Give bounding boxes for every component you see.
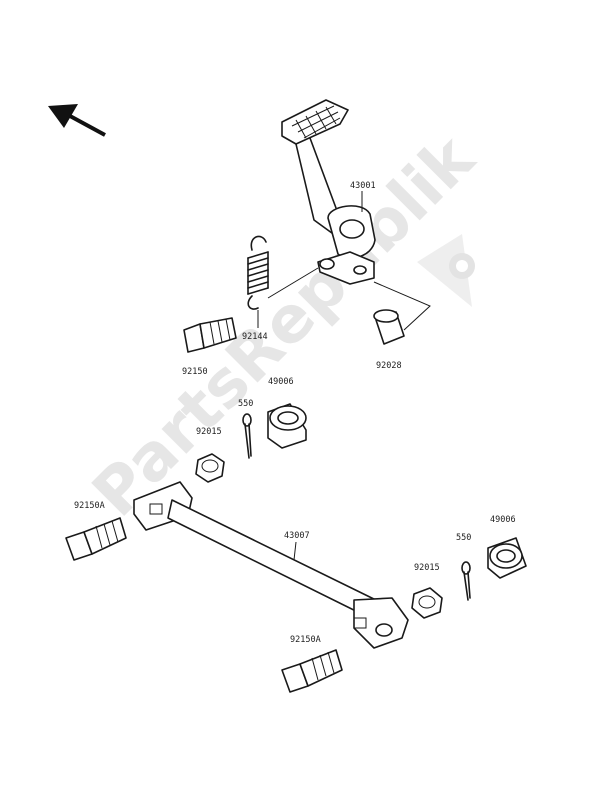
cotter-pin-right [461, 561, 471, 601]
leader-rod [293, 541, 297, 561]
watermark: PartsRepublik [79, 121, 489, 531]
bolt-top [183, 317, 237, 353]
bolt-bottom [281, 649, 343, 693]
label-bolt-left: 92150A [74, 501, 105, 511]
watermark-gear-icon [417, 234, 475, 307]
label-bushing-top: 92028 [376, 361, 402, 371]
bolt-left [65, 517, 127, 561]
label-spring: 92144 [242, 332, 268, 342]
bushing-top [373, 309, 405, 345]
watermark-text: PartsRepublik [79, 121, 489, 531]
label-nut-right: 92015 [414, 563, 440, 573]
nut-top [195, 453, 225, 483]
label-rod: 43007 [284, 531, 310, 541]
direction-arrow-icon [48, 104, 106, 137]
label-bolt-top: 92150 [182, 367, 208, 377]
label-bolt-bottom: 92150A [290, 635, 321, 645]
rubber-cap-top [267, 403, 307, 449]
nut-right [411, 587, 443, 619]
brake-rod [133, 481, 409, 649]
label-brake-pedal: 43001 [350, 181, 376, 191]
return-spring [247, 235, 269, 310]
cotter-pin-top [242, 413, 252, 459]
label-cotter-right: 550 [456, 533, 471, 543]
brake-pedal [281, 99, 376, 285]
label-nut-top: 92015 [196, 427, 222, 437]
label-cap-right: 49006 [490, 515, 516, 525]
label-cotter-top: 550 [238, 399, 253, 409]
label-cap-top: 49006 [268, 377, 294, 387]
leader-spring-to-pedal [267, 267, 319, 299]
rubber-cap-right [487, 537, 527, 579]
leader-bushing-to-pedal [373, 281, 431, 331]
